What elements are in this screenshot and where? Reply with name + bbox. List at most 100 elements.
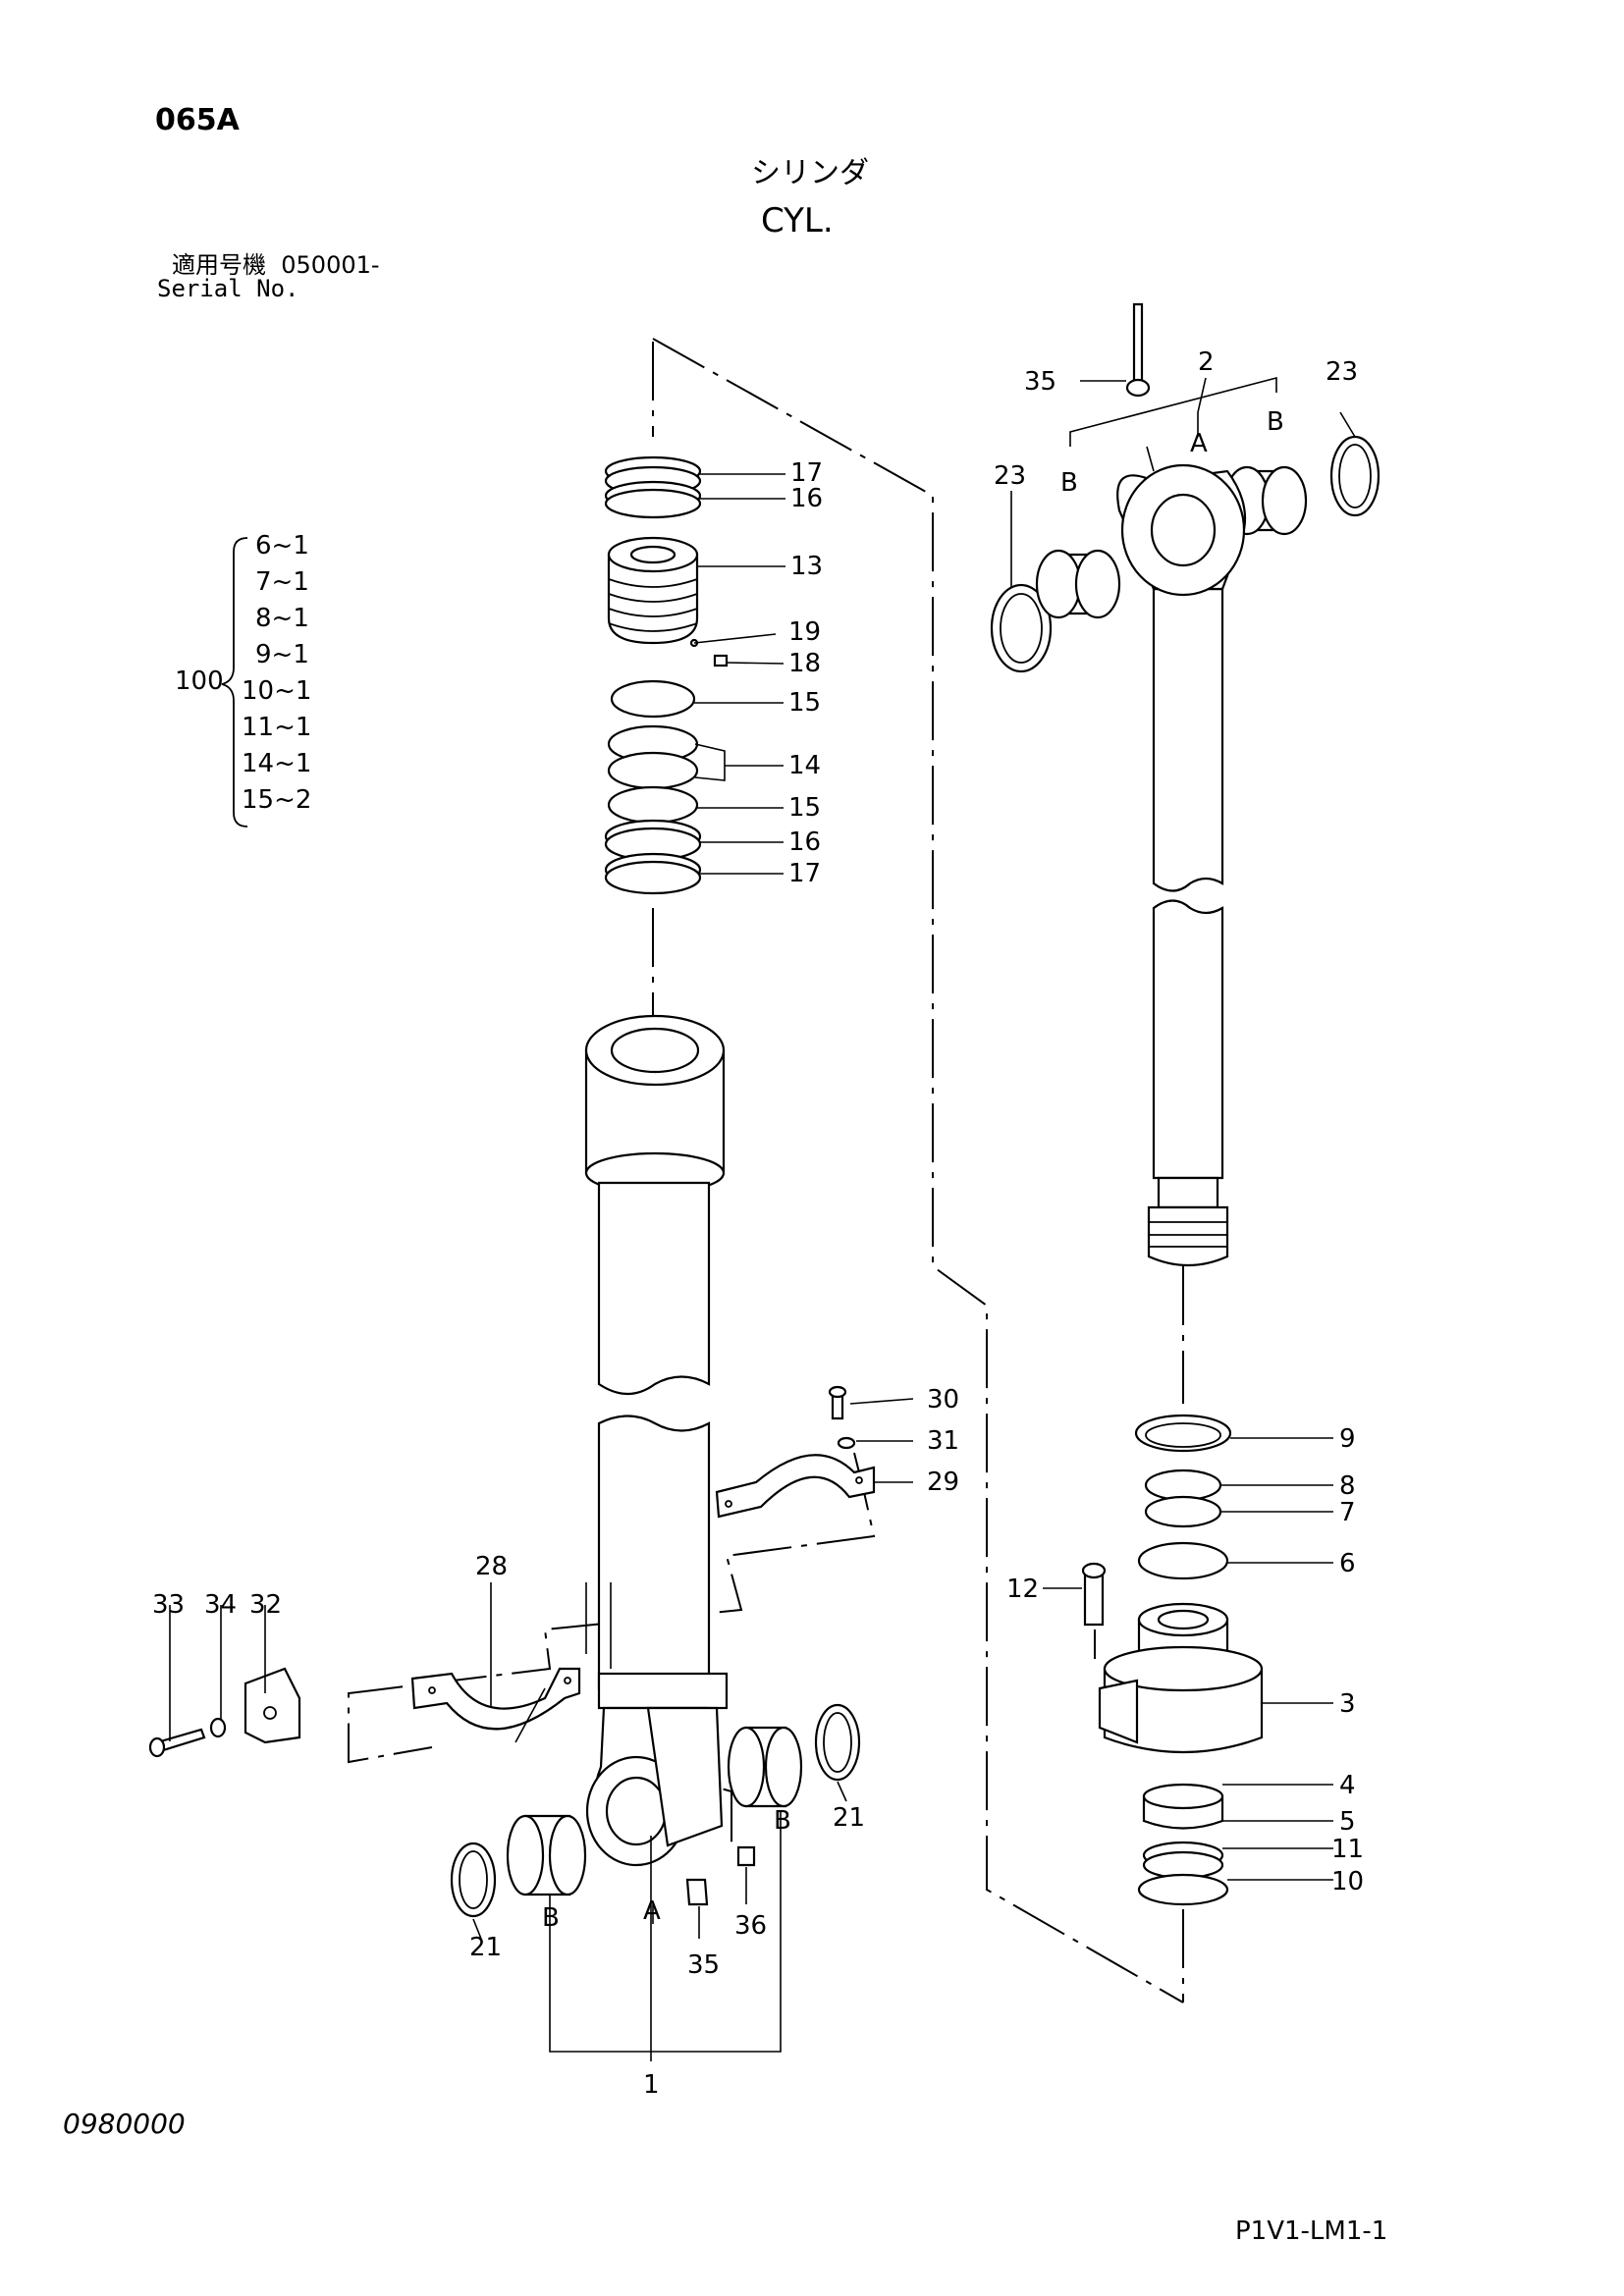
piston-rod — [990, 302, 1380, 1267]
kit-number: 100 — [175, 667, 224, 696]
seal-21-left — [450, 1842, 497, 1918]
callout-31: 31 — [927, 1426, 959, 1456]
washer-34 — [209, 1717, 227, 1738]
label-A: A — [643, 1896, 661, 1926]
leader-line — [1197, 377, 1207, 437]
callout-29: 29 — [927, 1468, 959, 1497]
callout-28: 28 — [475, 1552, 508, 1581]
bracket-32-hole — [263, 1706, 277, 1720]
callout-32: 32 — [249, 1590, 282, 1620]
head-port-block — [1098, 1679, 1139, 1744]
clamp-29 — [715, 1454, 876, 1519]
grease-fitting-35-bottom — [685, 1878, 709, 1906]
callout-7: 7 — [1339, 1498, 1356, 1527]
callout-23: 23 — [994, 461, 1026, 491]
assembly-line — [652, 338, 1184, 2003]
seal-21-right — [814, 1703, 861, 1782]
kit-item: 10~1 — [242, 676, 311, 706]
callout-21: 21 — [833, 1803, 865, 1833]
rod-thread — [1147, 1205, 1229, 1267]
serial-value: 050001- — [281, 251, 380, 279]
label-B: B — [1060, 468, 1078, 498]
head-body — [1103, 1667, 1264, 1754]
leader-line — [169, 1605, 266, 1741]
clamp-29-hole — [725, 1500, 732, 1508]
leader-line — [693, 633, 777, 644]
kit-100-list: 100 6~1 7~1 8~1 9~1 10~1 11~1 14~1 15~2 — [175, 531, 311, 828]
rod-upper — [1152, 587, 1224, 892]
callout-4: 4 — [1339, 1771, 1356, 1800]
clamp-28-hole — [564, 1677, 571, 1684]
washer-31 — [837, 1436, 856, 1450]
callout-16: 16 — [788, 828, 821, 857]
title-english: CYL. — [761, 201, 834, 240]
leader-line — [549, 1811, 782, 2053]
callout-11: 11 — [1331, 1835, 1364, 1864]
kit-item: 6~1 — [255, 531, 309, 561]
oring-10 — [1137, 1873, 1229, 1906]
leader-line — [650, 1836, 654, 2061]
bolt-12 — [1083, 1574, 1105, 1627]
clamp-28-hole — [428, 1686, 436, 1694]
callout-23: 23 — [1326, 357, 1358, 387]
callout-12: 12 — [1006, 1575, 1039, 1604]
callout-2: 2 — [1198, 347, 1215, 377]
piston-seal-stack — [604, 455, 729, 895]
head-top-bore — [1157, 1609, 1210, 1630]
bolt-33-head — [148, 1736, 166, 1758]
leader-line — [700, 473, 785, 500]
plug-36 — [736, 1845, 756, 1867]
callout-17: 17 — [788, 859, 821, 888]
kit-item: 9~1 — [255, 640, 309, 669]
leader-line — [472, 1781, 847, 1940]
tube-clamp-band — [597, 1672, 729, 1710]
bushing-4-top — [1142, 1783, 1224, 1810]
clamp-29-hole — [855, 1476, 863, 1484]
tube-lower — [597, 1415, 711, 1690]
piston-grooves — [608, 578, 698, 632]
bracket-32 — [244, 1667, 301, 1744]
tube-upper — [597, 1181, 711, 1395]
kit-item: 8~1 — [255, 604, 309, 633]
wiper-9-inner — [1145, 1422, 1221, 1448]
kit-item: 11~1 — [242, 713, 311, 742]
sheet-id: P1V1-LM1-1 — [1235, 2216, 1388, 2246]
callout-13: 13 — [790, 552, 823, 581]
callout-17: 17 — [790, 458, 823, 488]
grease-fitting-35-top-hex — [1125, 378, 1151, 398]
leader-line — [694, 743, 784, 781]
rod-lower — [1152, 899, 1224, 1180]
bolt-12-head — [1081, 1562, 1107, 1579]
callout-35: 35 — [687, 1950, 720, 1980]
label-B: B — [774, 1806, 791, 1836]
serial-applicability: 適用号機 050001- — [172, 253, 380, 277]
serial-label-jp: 適用号機 — [172, 251, 266, 279]
callout-10: 10 — [1331, 1867, 1364, 1896]
ring-16-top-inner — [604, 488, 702, 519]
wiper-9 — [1134, 1414, 1232, 1453]
bushing-left-face — [506, 1814, 545, 1896]
rod-eye-bore — [1150, 493, 1217, 567]
callout-30: 30 — [927, 1385, 959, 1415]
leader-line — [1222, 1784, 1333, 1881]
callout-5: 5 — [1339, 1807, 1356, 1837]
callout-21: 21 — [469, 1933, 502, 1962]
bushing-right-face — [727, 1726, 766, 1808]
leader-line — [849, 1398, 914, 1483]
cylinder-tube — [584, 1014, 729, 1867]
callout-15: 15 — [788, 688, 821, 718]
piston-set-screw — [713, 654, 729, 667]
kit-item: 7~1 — [255, 567, 309, 597]
pipe-clamps — [148, 1385, 876, 1758]
callout-3: 3 — [1339, 1689, 1356, 1719]
page-code: 065A — [155, 103, 240, 137]
rod-thread-lines — [1149, 1221, 1227, 1248]
callout-16: 16 — [790, 484, 823, 513]
title-japanese: シリンダ — [751, 156, 869, 190]
leader-line — [1220, 1437, 1333, 1564]
kit-brace — [221, 537, 248, 828]
callout-35: 35 — [1024, 367, 1056, 397]
callout-36: 36 — [734, 1911, 767, 1941]
bushing-right-end — [764, 1726, 803, 1808]
